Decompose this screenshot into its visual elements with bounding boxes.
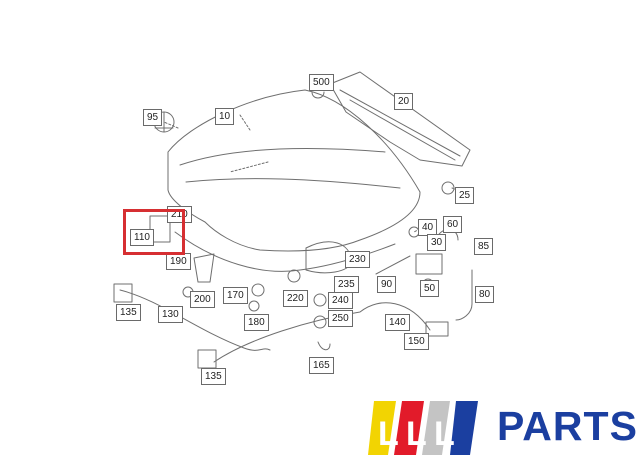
part-label-180: 180 — [244, 314, 269, 331]
part-label-210: 210 — [167, 206, 192, 223]
part-label-25: 25 — [455, 187, 475, 204]
part-label-170: 170 — [223, 287, 248, 304]
logo-segment-blue — [450, 401, 478, 455]
part-label-235: 235 — [334, 276, 359, 293]
part-label-110: 110 — [130, 229, 154, 246]
logo-segment-red — [394, 401, 424, 455]
part-label-10: 10 — [215, 108, 235, 125]
part-label-500: 500 — [309, 74, 334, 91]
hood-crease — [179, 147, 386, 166]
hood-crease-2 — [185, 178, 401, 189]
part-label-50: 50 — [420, 280, 440, 297]
cowl-grille — [329, 71, 471, 167]
logo-segment-yellow — [368, 401, 396, 455]
part-label-95: 95 — [143, 109, 163, 126]
part-label-130: 130 — [158, 306, 183, 323]
part-label-230: 230 — [345, 251, 370, 268]
part-label-165: 165 — [309, 357, 334, 374]
logo-segment-gray — [422, 401, 450, 455]
logo-letter-2: L — [406, 415, 427, 453]
logo-brand-text: PARTS — [497, 403, 638, 449]
part-label-140: 140 — [385, 314, 410, 331]
part-label-190: 190 — [166, 253, 191, 270]
part-label-90: 90 — [377, 276, 397, 293]
part-label-20: 20 — [394, 93, 414, 110]
highlight-box-part-110 — [123, 209, 185, 255]
hood-panel — [167, 89, 421, 252]
part-label-80: 80 — [475, 286, 495, 303]
part-label-60: 60 — [443, 216, 463, 233]
part-label-220: 220 — [283, 290, 308, 307]
lll-parts-logo: L L L — [368, 401, 478, 455]
part-label-150: 150 — [404, 333, 429, 350]
part-label-240: 240 — [328, 292, 353, 309]
part-label-40: 40 — [418, 219, 438, 236]
part-label-250: 250 — [328, 310, 353, 327]
logo-letter-1: L — [378, 415, 399, 453]
logo-letter-3: L — [434, 415, 455, 453]
leader-lines — [163, 114, 469, 233]
release-cable — [119, 289, 271, 351]
part-label-85: 85 — [474, 238, 494, 255]
part-label-135-lower: 135 — [201, 368, 226, 385]
part-label-200: 200 — [190, 291, 215, 308]
part-label-30: 30 — [427, 234, 447, 251]
part-label-135-upper: 135 — [116, 304, 141, 321]
